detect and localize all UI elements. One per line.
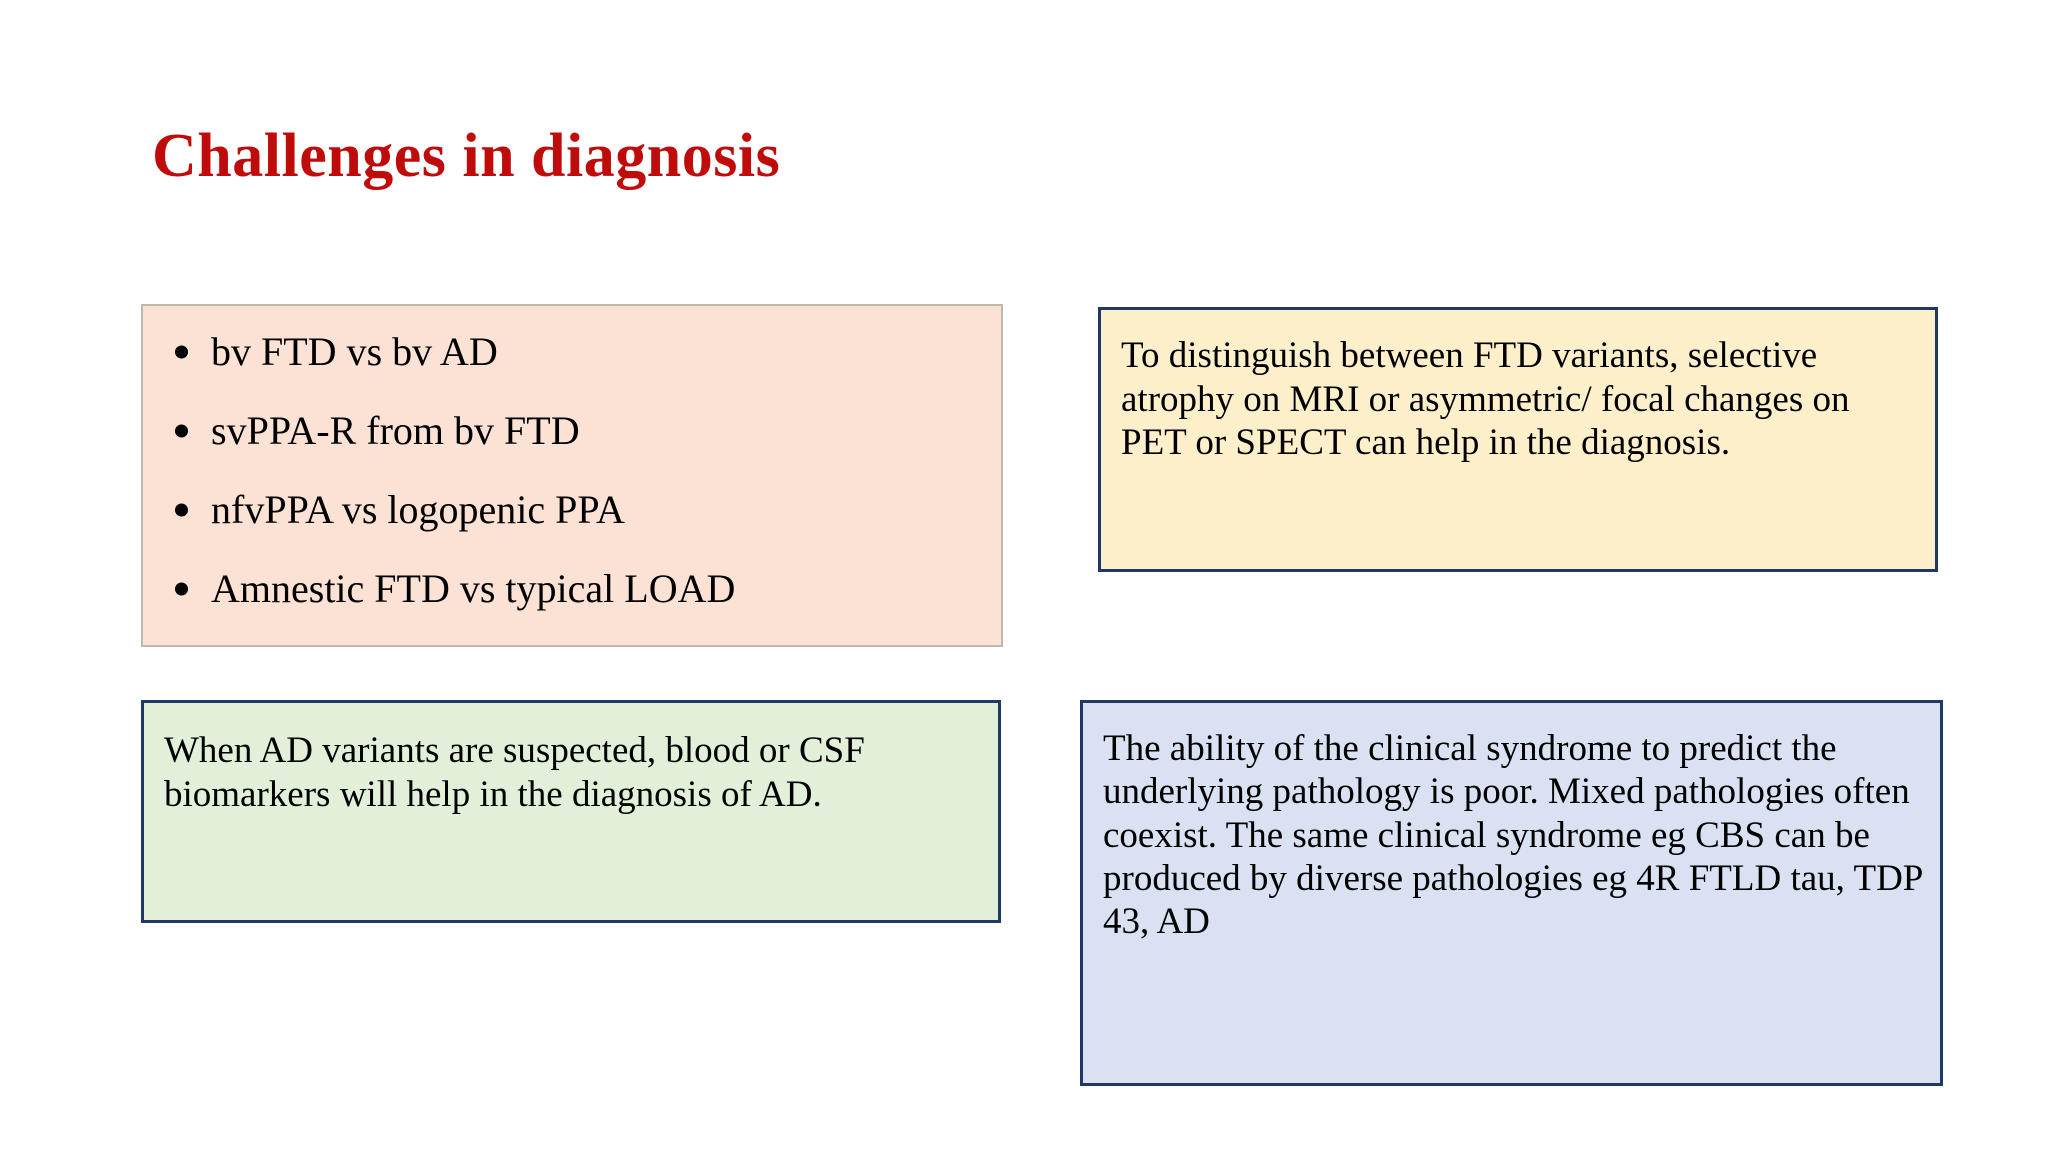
pathology-note-text: The ability of the clinical syndrome to … [1103, 728, 1923, 943]
list-item-label: svPPA-R from bv FTD [211, 408, 580, 453]
biomarker-note-text: When AD variants are suspected, blood or… [164, 730, 865, 816]
differential-bullet-list: bv FTD vs bv AD svPPA-R from bv FTD nfvP… [167, 332, 981, 609]
list-item-label: Amnestic FTD vs typical LOAD [211, 566, 736, 611]
list-item: nfvPPA vs logopenic PPA [167, 490, 981, 530]
page-title: Challenges in diagnosis [152, 122, 781, 190]
list-item: svPPA-R from bv FTD [167, 411, 981, 451]
bullet-dot-icon [175, 503, 188, 517]
bullet-dot-icon [175, 345, 188, 359]
bullet-dot-icon [175, 582, 188, 596]
differential-diagnosis-panel: bv FTD vs bv AD svPPA-R from bv FTD nfvP… [141, 304, 1003, 647]
pathology-note-panel: The ability of the clinical syndrome to … [1080, 700, 1943, 1086]
bullet-dot-icon [175, 424, 188, 438]
list-item: Amnestic FTD vs typical LOAD [167, 569, 981, 609]
imaging-note-panel: To distinguish between FTD variants, sel… [1098, 307, 1938, 572]
list-item: bv FTD vs bv AD [167, 332, 981, 372]
list-item-label: nfvPPA vs logopenic PPA [211, 487, 625, 532]
biomarker-note-panel: When AD variants are suspected, blood or… [141, 700, 1001, 923]
list-item-label: bv FTD vs bv AD [211, 329, 498, 374]
imaging-note-text: To distinguish between FTD variants, sel… [1121, 335, 1850, 464]
